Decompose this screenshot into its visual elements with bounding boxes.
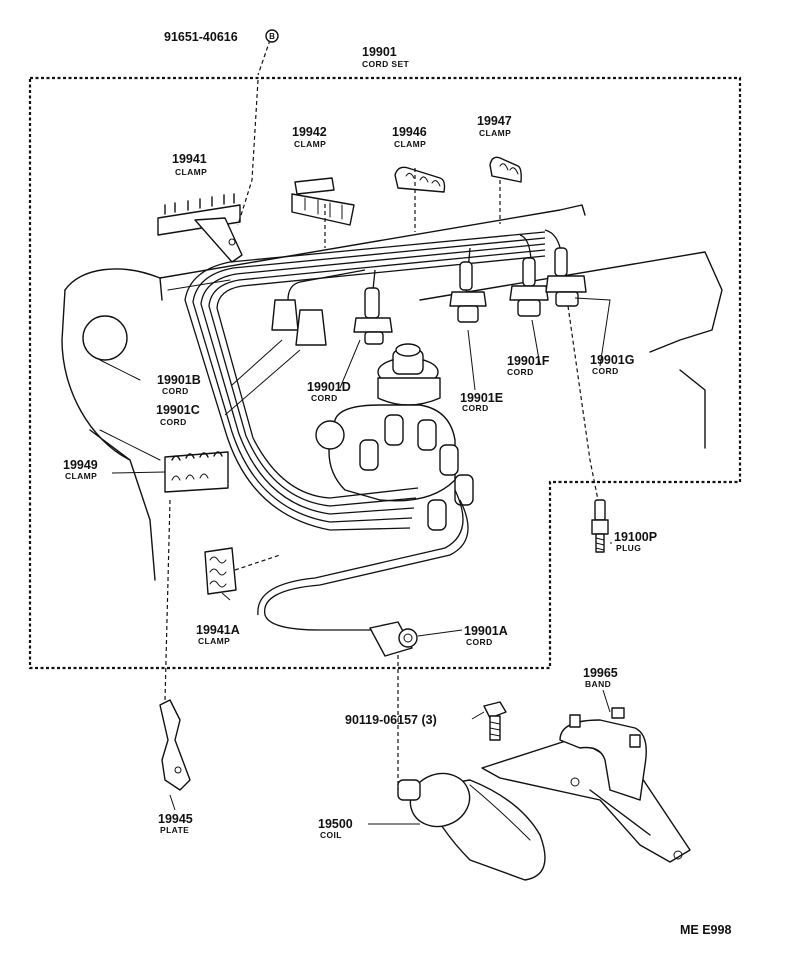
leader-lines (111, 39, 612, 825)
clamp-19941-number: 19941 (172, 152, 207, 166)
bolt-91651-number: 91651-40616 (164, 30, 238, 44)
plate-19945-name: PLATE (160, 825, 189, 835)
clamp-19946-drawing (394, 166, 446, 193)
cord-19901g-number: 19901G (590, 353, 634, 367)
clamp-19949-number: 19949 (63, 458, 98, 472)
clamp-19949-drawing (164, 451, 229, 493)
clamp-19942-number: 19942 (292, 125, 327, 139)
plate-19945-drawing (159, 699, 191, 791)
cord-19901c-number: 19901C (156, 403, 200, 417)
cord-19901d-name: CORD (311, 393, 338, 403)
cord-19901b-name: CORD (162, 386, 189, 396)
cord-set-boundary (28, 76, 742, 670)
plug-19100p-name: PLUG (616, 543, 641, 553)
plate-19945-number: 19945 (158, 812, 193, 826)
band-19965-name: BAND (585, 679, 611, 689)
cord-set-number: 19901 (362, 45, 397, 59)
plug-boots (271, 247, 587, 346)
clamp-19947-number: 19947 (477, 114, 512, 128)
coil-cord-boot (369, 621, 418, 657)
clamp-19942-drawing (291, 177, 355, 226)
bolt-90119-number: 90119-06157 (3) (345, 713, 437, 727)
distributor-body (315, 343, 474, 531)
ignition-coil-drawing (397, 772, 546, 881)
cord-19901a-name: CORD (466, 637, 493, 647)
clamp-19941-drawing (157, 193, 243, 263)
cord-19901c-name: CORD (160, 417, 187, 427)
cord-19901e-number: 19901E (460, 391, 503, 405)
engine-block-outline (61, 204, 723, 581)
cord-19901a-number: 19901A (464, 624, 508, 638)
coil-19500-number: 19500 (318, 817, 353, 831)
cord-19901b-number: 19901B (157, 373, 201, 387)
clamp-19949-name: CLAMP (65, 471, 97, 481)
bolt-90119-drawing (483, 701, 507, 741)
clamp-19942-name: CLAMP (294, 139, 326, 149)
clamp-19941a-number: 19941A (196, 623, 240, 637)
clamp-19946-number: 19946 (392, 125, 427, 139)
clamp-19941-name: CLAMP (175, 167, 207, 177)
cord-19901f-number: 19901F (507, 354, 550, 368)
clamp-19941a-name: CLAMP (198, 636, 230, 646)
ignition-cables (184, 229, 564, 631)
clamp-19941a-drawing (204, 547, 237, 595)
bolt-91651-callout: B (265, 29, 279, 43)
band-19965-number: 19965 (583, 666, 618, 680)
spark-plug-drawing (591, 499, 609, 553)
coil-19500-name: COIL (320, 830, 342, 840)
cord-19901e-name: CORD (462, 403, 489, 413)
cord-19901g-name: CORD (592, 366, 619, 376)
cord-19901d-number: 19901D (307, 380, 351, 394)
cord-19901f-name: CORD (507, 367, 534, 377)
plug-19100p-number: 19100P (614, 530, 657, 544)
bolt-91651-symbol: B (269, 32, 275, 41)
cord-set-name: CORD SET (362, 59, 410, 69)
clamp-19947-drawing (489, 156, 522, 183)
clamp-19946-name: CLAMP (394, 139, 426, 149)
band-bracket-drawing (481, 707, 691, 863)
clamp-19947-name: CLAMP (479, 128, 511, 138)
diagram-reference: ME E998 (680, 923, 731, 937)
